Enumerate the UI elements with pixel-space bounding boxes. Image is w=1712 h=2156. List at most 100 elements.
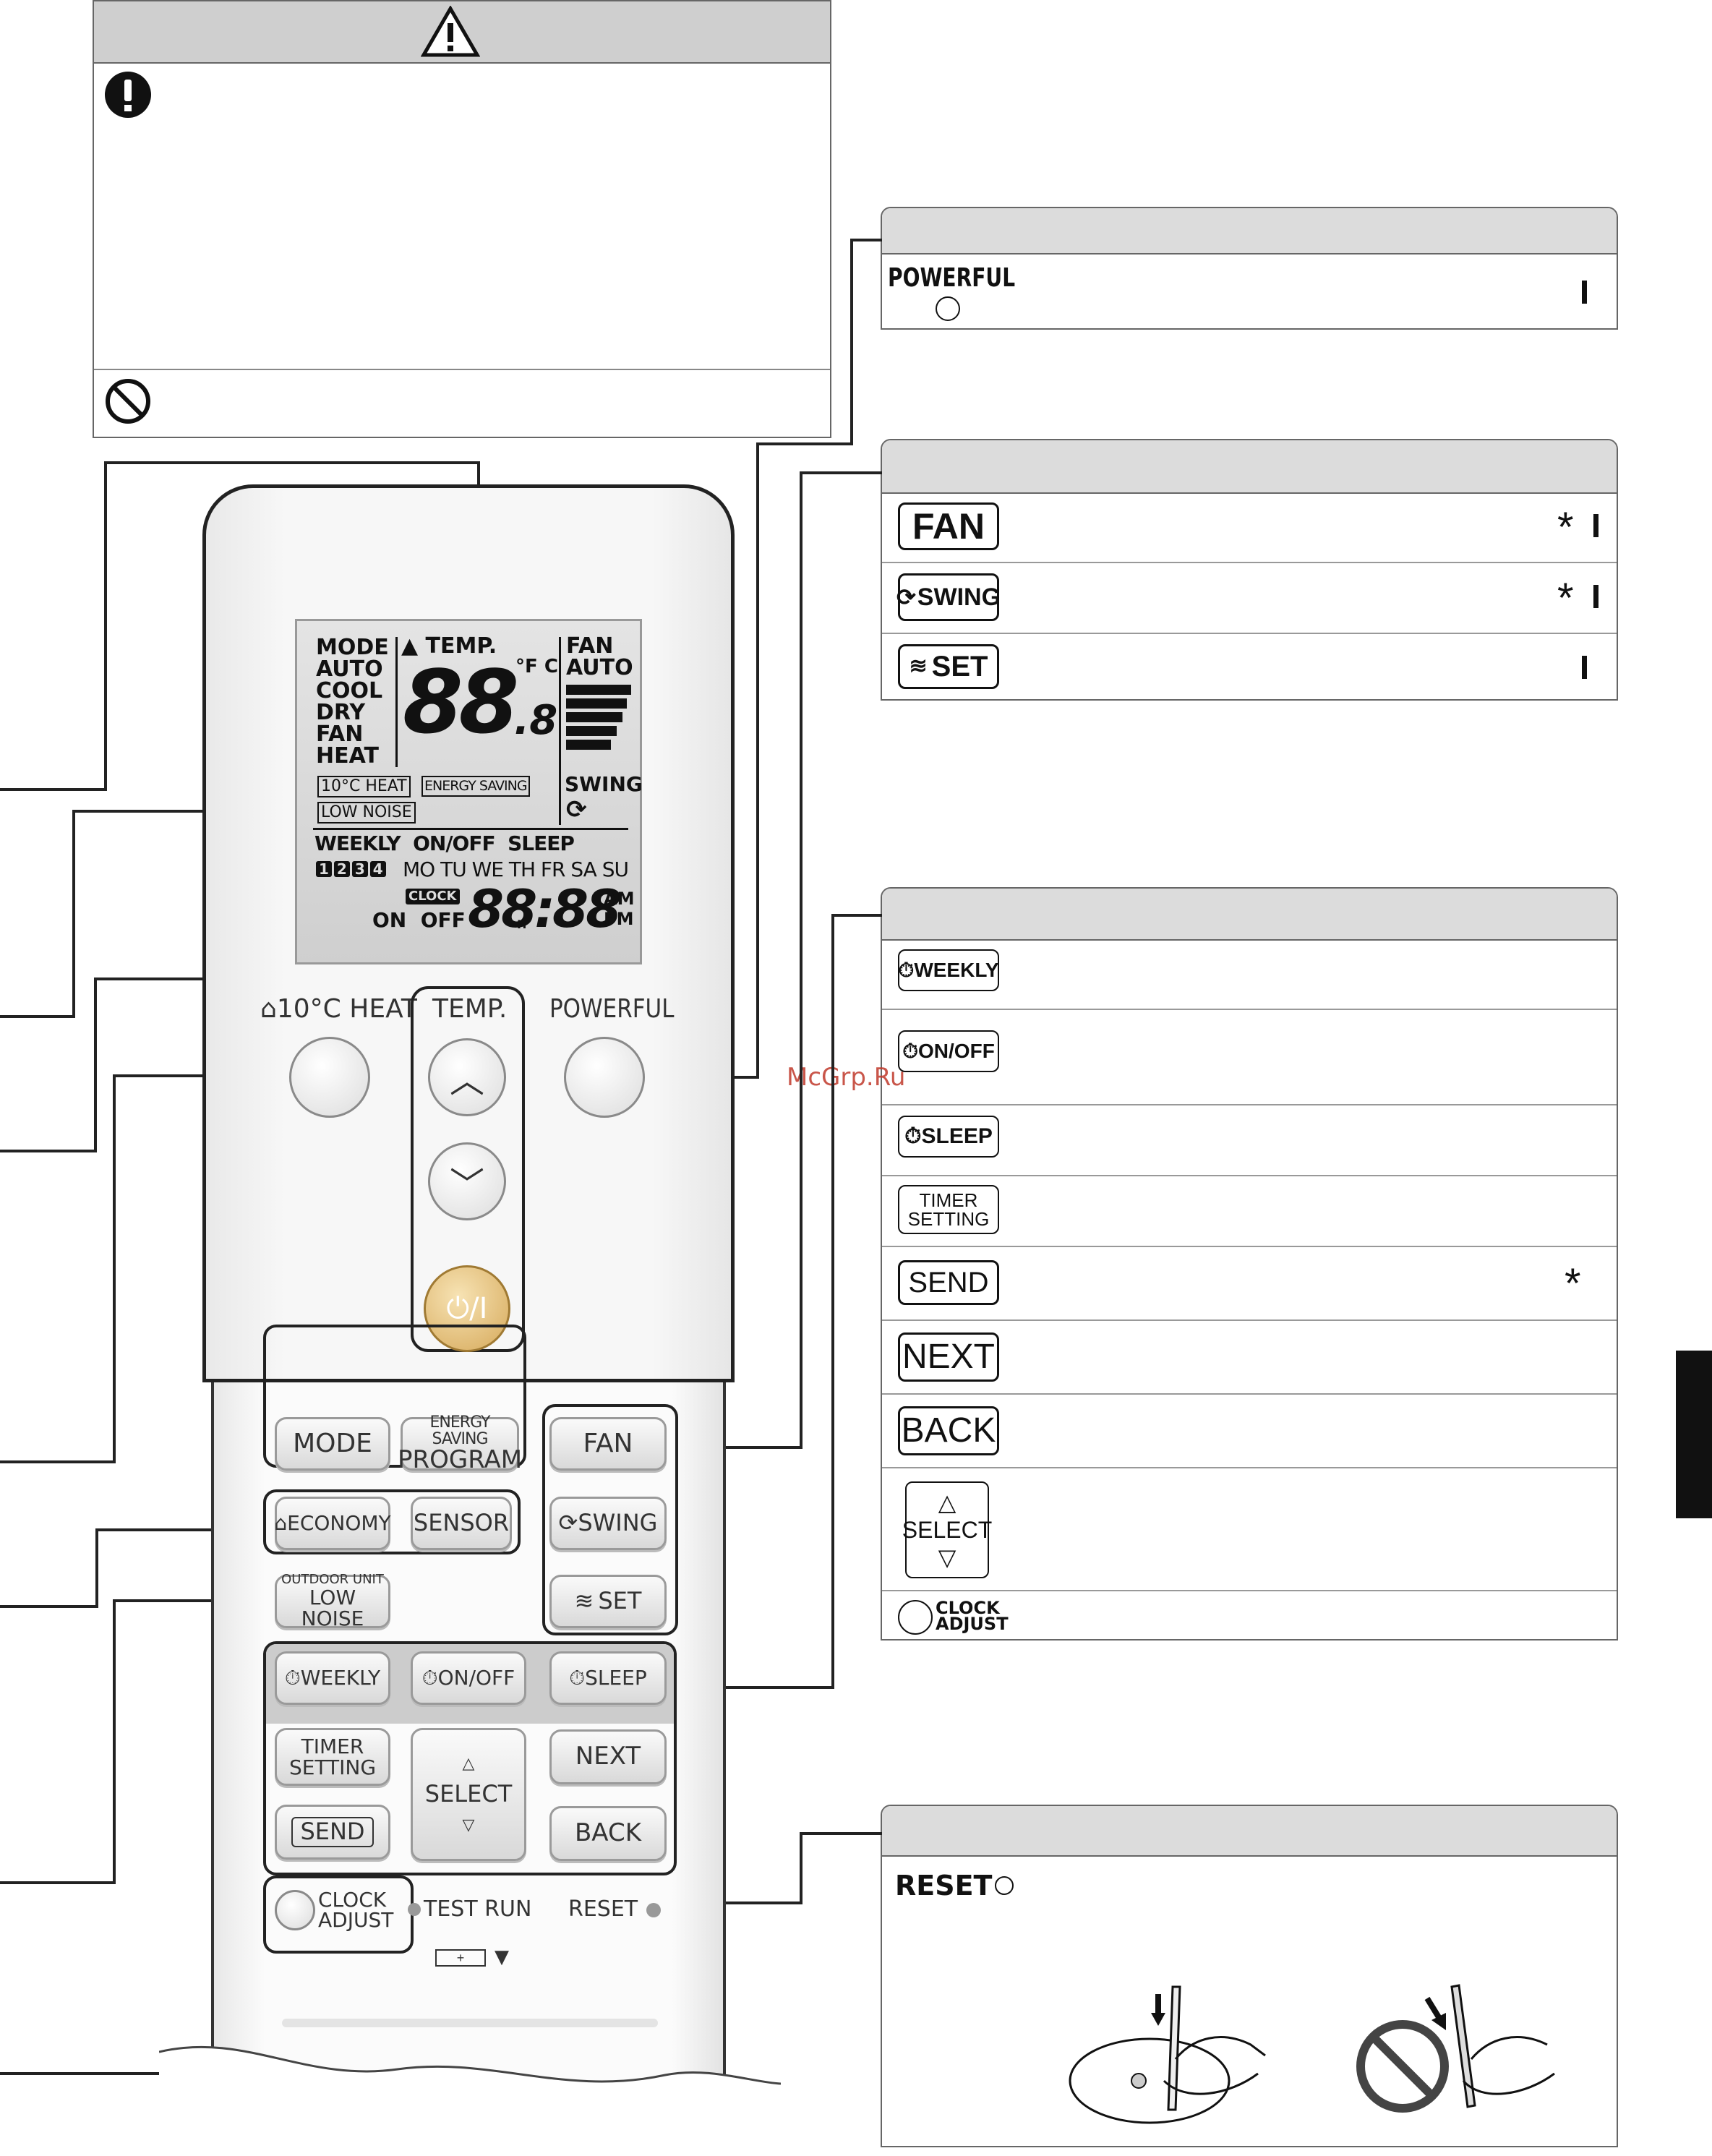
temp-down-button[interactable]: ﹀ — [428, 1142, 506, 1220]
lcd-swing-icon: ⟳ — [566, 795, 587, 824]
heat10-icon: ⌂ — [260, 994, 277, 1024]
sleep-key: ⏱SLEEP — [898, 1116, 999, 1158]
economy-sensor-group — [263, 1489, 521, 1554]
battery-arrow-icon: ▼ — [495, 1946, 509, 1968]
power-button[interactable]: ⏻/I — [424, 1265, 510, 1352]
timer-panel-header — [882, 889, 1617, 941]
mode-button[interactable]: MODE — [275, 1417, 390, 1471]
swing-button[interactable]: ⟳SWING — [549, 1497, 667, 1550]
clock-adjust-button[interactable] — [275, 1890, 315, 1930]
heat10-button[interactable] — [289, 1037, 370, 1118]
set-key-label: SET — [931, 651, 988, 683]
exclamation-circle-icon — [105, 72, 151, 118]
weekly-key: ⏱WEEKLY — [898, 949, 999, 991]
reset-label-text: RESET — [895, 1870, 993, 1902]
fan-swing-set-group — [542, 1404, 678, 1635]
heat10-label: ⌂10°C HEAT — [260, 996, 417, 1022]
lcd-mode-heat: HEAT — [316, 743, 379, 769]
weekly-button-label: WEEKLY — [300, 1666, 381, 1690]
power-icon: ⏻/I — [446, 1292, 488, 1325]
remote-control: MODE AUTO COOL DRY FAN HEAT ▲ TEMP. 88 .… — [202, 484, 735, 2156]
lcd-temp-label-text: TEMP. — [425, 633, 497, 659]
set-row: ≋SET — [882, 634, 1617, 701]
send-button[interactable]: SEND — [275, 1805, 390, 1860]
lcd-energy-saving: ENERGY SAVING — [421, 776, 530, 797]
set-button[interactable]: ≋SET — [549, 1575, 667, 1628]
lcd-mode-list: AUTO COOL DRY FAN HEAT — [316, 659, 383, 767]
lcd-mode-cool: COOL — [316, 678, 383, 703]
onoff-button[interactable]: ⏱ON/OFF — [411, 1651, 526, 1705]
lcd-fan-bars — [566, 685, 631, 750]
powerful-panel: POWERFUL — [881, 207, 1618, 330]
reset-label-remote: RESET — [568, 1896, 638, 1922]
lcd-screen: MODE AUTO COOL DRY FAN HEAT ▲ TEMP. 88 .… — [295, 619, 643, 964]
timer-clock-icon: ⏱ — [284, 1666, 301, 1690]
economy-icon: ⌂ — [274, 1511, 288, 1536]
weekly-button[interactable]: ⏱WEEKLY — [275, 1651, 390, 1705]
heat10-label-text: 10°C HEAT — [276, 994, 417, 1024]
lcd-divider-2 — [559, 637, 561, 825]
powerful-indicator-circle — [936, 296, 960, 321]
sensor-button[interactable]: SENSOR — [411, 1497, 512, 1550]
lcd-days: MO TU WE TH FR SA SU — [403, 857, 629, 881]
fan-button[interactable]: FAN — [549, 1417, 667, 1471]
test-run-hole[interactable] — [408, 1903, 421, 1916]
lcd-on-off: ON OFF — [372, 908, 466, 932]
watermark: McGrp.Ru — [787, 1063, 906, 1092]
clock-adjust-line2: ADJUST — [936, 1614, 1009, 1634]
outdoor-line2: LOW NOISE — [301, 1586, 364, 1631]
send-row: SEND * — [882, 1247, 1617, 1321]
clock-line2: ADJUST — [318, 1908, 394, 1932]
economy-button[interactable]: ⌂ECONOMY — [274, 1497, 391, 1550]
fan-panel-header — [882, 440, 1617, 494]
select-row: △SELECT▽ — [882, 1468, 1617, 1591]
clock-adjust-line1: CLOCK — [936, 1598, 1000, 1618]
lcd-temp-unit: °F C — [515, 656, 558, 677]
set-button-label: SET — [598, 1587, 642, 1615]
select-key: △SELECT▽ — [902, 1481, 992, 1578]
economy-button-label: ECONOMY — [287, 1511, 391, 1536]
lcd-swing: SWING — [565, 772, 643, 796]
sleep-key-label: SLEEP — [921, 1124, 993, 1148]
onoff-row: ⏱ON/OFF — [882, 1010, 1617, 1105]
next-button[interactable]: NEXT — [549, 1729, 667, 1784]
outdoor-line1: OUTDOOR UNIT — [281, 1572, 384, 1588]
lcd-clock-badge: CLOCK — [406, 889, 460, 904]
chevron-up-icon: ︿ — [449, 1062, 484, 1100]
warning-box — [93, 0, 831, 438]
lcd-temp-label: ▲ TEMP. — [401, 633, 497, 659]
lcd-program-3: 3 — [351, 861, 368, 877]
pen-pressing-reset-illustration — [1069, 1985, 1266, 2124]
back-key: BACK — [898, 1406, 999, 1455]
sleep-button[interactable]: ⏱SLEEP — [549, 1651, 667, 1705]
temp-up-button[interactable]: ︿ — [428, 1038, 506, 1116]
select-up-icon: △ — [462, 1755, 475, 1774]
lcd-mode-label: MODE — [316, 635, 389, 660]
reset-hole[interactable] — [646, 1903, 661, 1917]
back-button[interactable]: BACK — [549, 1806, 667, 1861]
onoff-key: ⏱ON/OFF — [898, 1030, 999, 1072]
powerful-label: POWERFUL — [888, 263, 1016, 293]
lcd-pm: PM — [604, 909, 634, 929]
swing-key: ⟳SWING — [896, 573, 1001, 621]
warning-triangle-icon — [421, 6, 480, 57]
send-key: SEND — [898, 1260, 999, 1305]
lcd-hour-mark: H — [517, 917, 527, 931]
fan-row: FAN * — [882, 492, 1617, 563]
swing-asterisk: * — [1557, 575, 1574, 622]
prohibition-icon — [106, 379, 150, 424]
sleep-row: ⏱SLEEP — [882, 1105, 1617, 1176]
lcd-heat10: 10°C HEAT — [317, 776, 411, 797]
lcd-program-1: 1 — [316, 861, 332, 877]
select-button[interactable]: △SELECT▽ — [411, 1728, 526, 1861]
swing-icon: ⟳ — [896, 584, 916, 610]
lcd-mode-fan: FAN — [316, 722, 364, 747]
warning-header — [94, 1, 830, 64]
powerful-button[interactable] — [564, 1037, 645, 1118]
select-down-icon: ▽ — [462, 1815, 475, 1834]
